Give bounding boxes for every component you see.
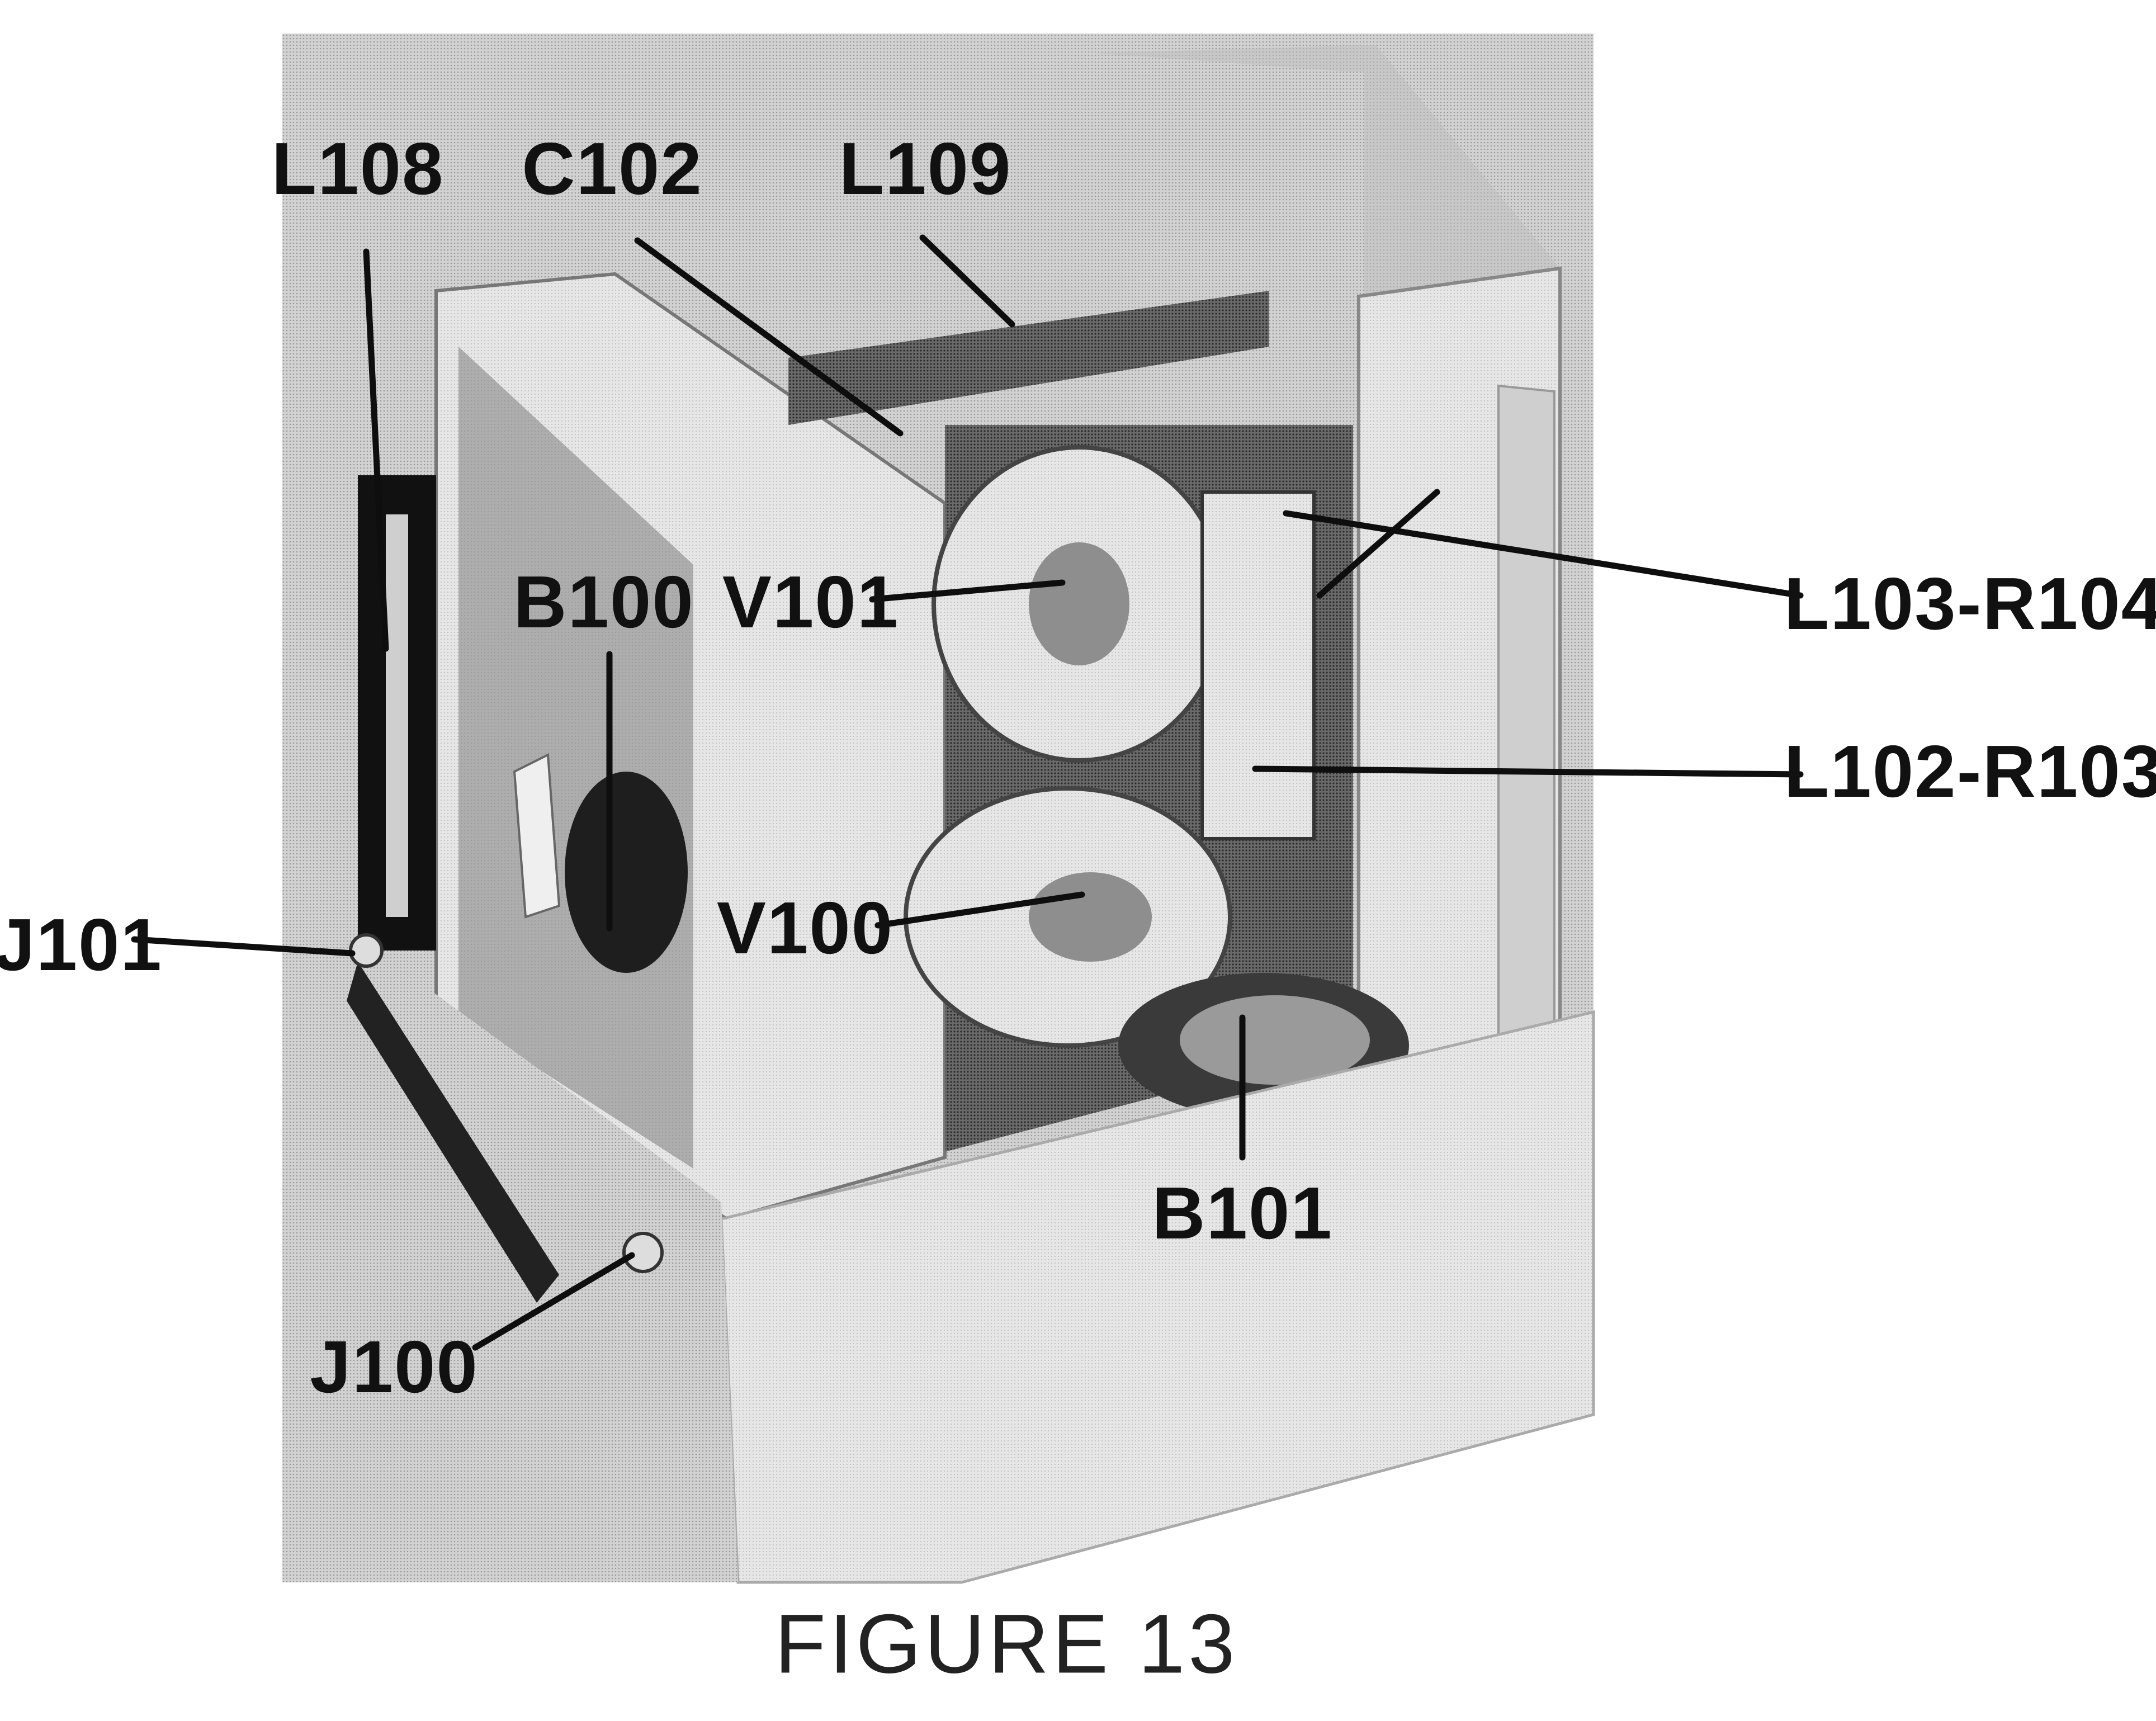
connector-j101 bbox=[349, 933, 384, 968]
leader-l109 bbox=[919, 234, 1015, 328]
leader-l108 bbox=[363, 248, 389, 652]
leader-j101 bbox=[131, 936, 356, 957]
leader-l102-r103 bbox=[1252, 765, 1804, 778]
coil-assembly bbox=[1200, 490, 1316, 840]
callout-b100: B100 bbox=[513, 561, 694, 643]
leader-c102 bbox=[634, 237, 904, 437]
blower-b101-inner bbox=[1180, 995, 1370, 1085]
leader-l103-r104 bbox=[1283, 510, 1804, 599]
callout-v100: V100 bbox=[716, 887, 894, 969]
terminal-strip bbox=[347, 962, 559, 1303]
leader-j100 bbox=[472, 1252, 635, 1351]
tube-v101-core bbox=[1029, 542, 1129, 665]
connector-j100 bbox=[622, 1232, 664, 1273]
inner-panel bbox=[1497, 384, 1555, 1042]
figure-caption: FIGURE 13 bbox=[774, 1596, 1238, 1691]
blower-b100 bbox=[565, 772, 688, 973]
callout-j100: J100 bbox=[310, 1326, 479, 1408]
callout-v101: V101 bbox=[722, 561, 900, 643]
callout-l102-r103: L102-R103 bbox=[1784, 730, 2156, 812]
callout-l108: L108 bbox=[271, 127, 445, 210]
b100-fan-blade bbox=[513, 753, 561, 919]
callout-l109: L109 bbox=[839, 127, 1012, 210]
callout-l103-r104: L103-R104 bbox=[1784, 562, 2156, 645]
callout-c102: C102 bbox=[522, 127, 703, 210]
leader-v100 bbox=[874, 891, 1085, 929]
leader-l103-r104-branch bbox=[1316, 489, 1440, 599]
leader-v101 bbox=[869, 579, 1066, 603]
tube-v100-core bbox=[1029, 872, 1152, 962]
top-coil-bar bbox=[788, 291, 1269, 425]
l108-slot bbox=[386, 514, 408, 917]
callout-b101: B101 bbox=[1152, 1172, 1333, 1254]
callout-j101: J101 bbox=[0, 904, 163, 986]
